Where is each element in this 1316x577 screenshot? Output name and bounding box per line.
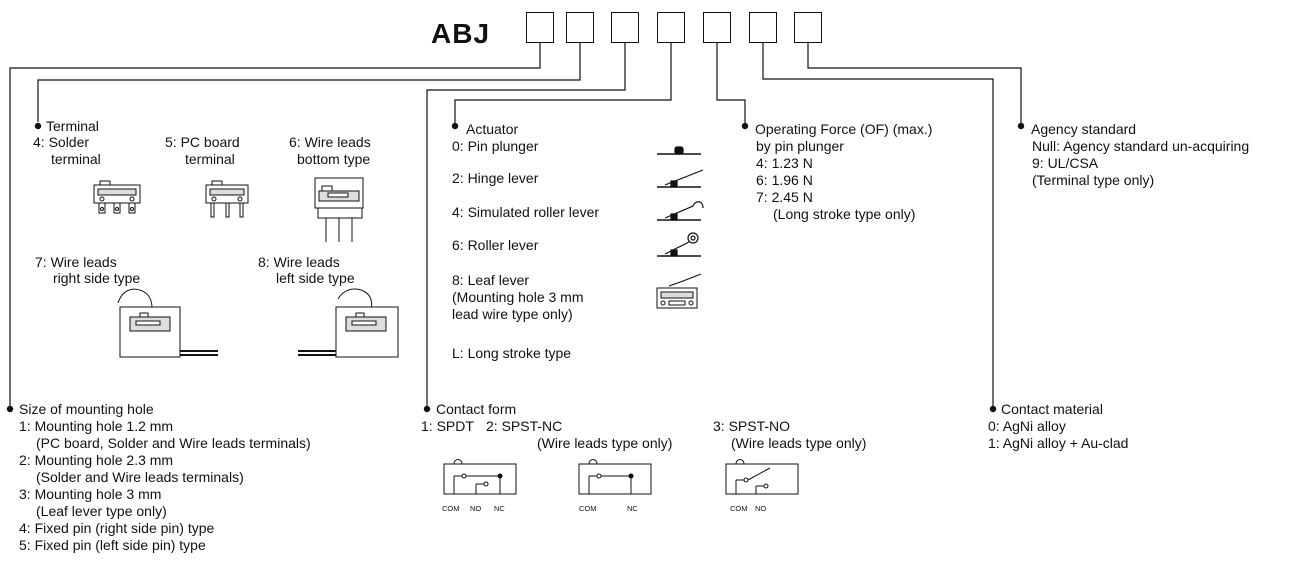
actuator-title: Actuator <box>466 121 519 137</box>
terminal-title: Terminal <box>46 118 99 134</box>
agency-opt9: 9: UL/CSA <box>1032 155 1099 171</box>
operating-force-opt6: 6: 1.96 N <box>756 172 813 188</box>
leaf-lever-icon <box>656 273 702 309</box>
spst-nc-com-label: COM <box>579 504 597 513</box>
spdt-no-label: NO <box>470 504 482 513</box>
code-box-operating-force <box>703 12 731 43</box>
terminal-opt8-line2: left side type <box>276 270 355 286</box>
pin-plunger-icon <box>657 146 701 155</box>
code-box-mounting-hole <box>526 12 554 43</box>
contact-form-opt3: 3: SPST-NO <box>713 418 791 434</box>
mounting-hole-title: Size of mounting hole <box>19 401 154 417</box>
contact-form-title: Contact form <box>436 401 517 417</box>
terminal-opt8-line1: 8: Wire leads <box>258 254 340 270</box>
model-prefix: ABJ <box>431 18 491 49</box>
pc-board-terminal-switch-illustration <box>205 180 249 218</box>
code-box-actuator <box>657 12 685 43</box>
mounting-hole-opt2: 2: Mounting hole 2.3 mm <box>19 452 174 468</box>
agency-note: (Terminal type only) <box>1032 172 1155 188</box>
spst-no-no-label: NO <box>755 504 767 513</box>
terminal-opt4-line2: terminal <box>51 151 101 167</box>
actuator-optL: L: Long stroke type <box>452 345 572 361</box>
mounting-hole-opt3: 3: Mounting hole 3 mm <box>19 486 162 502</box>
code-box-contact-material <box>749 12 777 43</box>
spst-no-com-label: COM <box>730 504 748 513</box>
terminal-opt7-line1: 7: Wire leads <box>35 254 117 270</box>
mounting-hole-opt1-note: (PC board, Solder and Wire leads termina… <box>36 435 311 451</box>
spdt-circuit-diagram <box>443 459 517 495</box>
contact-form-opt1: 1: SPDT <box>421 418 474 434</box>
contact-form-opt2: 2: SPST-NC <box>486 418 563 434</box>
code-box-contact-form <box>611 12 639 43</box>
spst-nc-nc-label: NC <box>627 504 638 513</box>
contact-form-opt3-note: (Wire leads type only) <box>731 435 867 451</box>
operating-force-title: Operating Force (OF) (max.) <box>755 121 933 137</box>
operating-force-subtitle: by pin plunger <box>756 138 844 154</box>
contact-material-opt1: 1: AgNi alloy + Au-clad <box>988 435 1129 451</box>
code-box-agency-standard <box>794 12 822 43</box>
mounting-hole-opt3-note: (Leaf lever type only) <box>36 503 167 519</box>
wire-leads-left-switch-illustration <box>298 288 399 358</box>
spdt-com-label: COM <box>442 504 460 513</box>
terminal-opt5-line1: 5: PC board <box>165 134 240 150</box>
wire-leads-bottom-switch-illustration <box>314 177 364 242</box>
terminal-opt6-line2: bottom type <box>297 151 371 167</box>
actuator-opt8-line1: 8: Leaf lever <box>452 272 530 288</box>
terminal-opt4-line1: 4: Solder <box>33 134 90 150</box>
actuator-opt8-line2: (Mounting hole 3 mm <box>452 289 584 305</box>
hinge-lever-icon <box>657 169 704 188</box>
simulated-roller-lever-icon <box>657 201 704 221</box>
mounting-hole-opt5: 5: Fixed pin (left side pin) type <box>19 537 206 553</box>
contact-material-title: Contact material <box>1001 401 1103 417</box>
agency-null-option: Null: Agency standard un-acquiring <box>1032 138 1250 154</box>
terminal-opt7-line2: right side type <box>53 270 141 286</box>
actuator-opt0: 0: Pin plunger <box>452 138 539 154</box>
code-box-terminal <box>566 12 594 43</box>
agency-title: Agency standard <box>1031 121 1137 137</box>
mounting-hole-opt1: 1: Mounting hole 1.2 mm <box>19 418 174 434</box>
actuator-opt8-line3: lead wire type only) <box>452 306 573 322</box>
terminal-opt5-line2: terminal <box>185 151 235 167</box>
solder-terminal-switch-illustration <box>93 180 141 214</box>
spst-nc-circuit-diagram <box>578 459 652 495</box>
wire-leads-right-switch-illustration <box>117 288 218 358</box>
contact-material-opt0: 0: AgNi alloy <box>988 418 1066 434</box>
actuator-opt6: 6: Roller lever <box>452 237 539 253</box>
operating-force-opt4: 4: 1.23 N <box>756 155 813 171</box>
mounting-hole-opt2-note: (Solder and Wire leads terminals) <box>36 469 244 485</box>
terminal-opt6-line1: 6: Wire leads <box>289 134 371 150</box>
mounting-hole-opt4: 4: Fixed pin (right side pin) type <box>19 520 215 536</box>
actuator-opt4: 4: Simulated roller lever <box>452 204 600 220</box>
operating-force-note: (Long stroke type only) <box>773 206 916 222</box>
operating-force-opt7: 7: 2.45 N <box>756 189 813 205</box>
actuator-opt2: 2: Hinge lever <box>452 170 539 186</box>
spst-no-circuit-diagram <box>725 459 799 495</box>
roller-lever-icon <box>657 232 701 257</box>
spdt-nc-label: NC <box>494 504 505 513</box>
contact-form-opt2-note: (Wire leads type only) <box>537 435 673 451</box>
